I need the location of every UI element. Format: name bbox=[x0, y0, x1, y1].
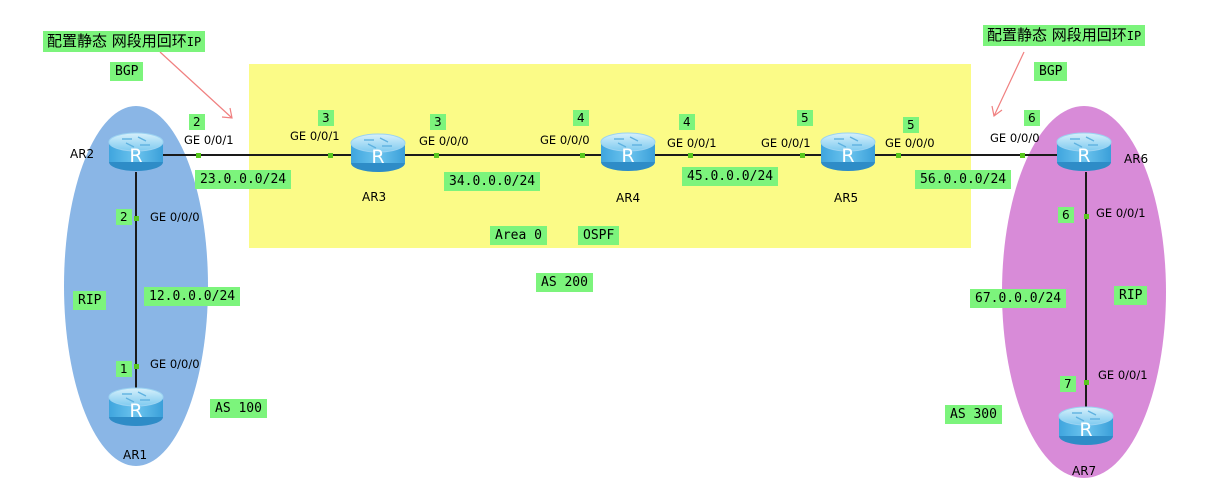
addr-id-ar7: 7 bbox=[1060, 376, 1076, 392]
router-ar3-icon[interactable]: R bbox=[350, 133, 406, 172]
rip-left-tag: RIP bbox=[73, 291, 107, 310]
port-label-ar6-ge000: GE 0/0/0 bbox=[990, 131, 1040, 145]
port-label-ar2-ge000: GE 0/0/0 bbox=[150, 210, 200, 224]
links bbox=[135, 154, 1087, 410]
router-ar4-icon[interactable]: R bbox=[600, 132, 656, 171]
addr-id-ar3-left: 3 bbox=[318, 110, 334, 126]
port-dot-ar2-s bbox=[134, 216, 139, 221]
port-dot-ar2-e bbox=[196, 153, 201, 158]
bgp-left-tag: BGP bbox=[110, 62, 144, 81]
note-left-suffix: IP bbox=[186, 35, 202, 49]
router-ar5-letter: R bbox=[841, 145, 854, 167]
addr-id-ar2-down: 2 bbox=[116, 209, 132, 225]
annotation-arrows bbox=[159, 51, 1025, 119]
router-name-ar6: AR6 bbox=[1124, 152, 1149, 166]
router-ar2-letter: R bbox=[129, 145, 142, 167]
port-label-ar5-ge000: GE 0/0/0 bbox=[885, 136, 935, 150]
routers: R R R R R R R bbox=[108, 132, 1114, 445]
addr-id-ar4-right: 4 bbox=[679, 114, 695, 130]
network-12-label: 12.0.0.0/24 bbox=[144, 287, 241, 306]
addr-id-ar5-left: 5 bbox=[797, 110, 813, 126]
note-left-main: 配置静态 网段用回环 bbox=[47, 32, 187, 50]
as200-tag: AS 200 bbox=[536, 273, 593, 292]
router-name-ar4: AR4 bbox=[616, 191, 641, 205]
note-right-main: 配置静态 网段用回环 bbox=[987, 26, 1127, 44]
port-dot-ar6-w bbox=[1020, 153, 1025, 158]
arrow-right-shaft bbox=[993, 51, 1025, 117]
port-dot-ar5-e bbox=[896, 153, 901, 158]
note-right-suffix: IP bbox=[1126, 29, 1142, 43]
router-name-ar3: AR3 bbox=[362, 190, 387, 204]
addr-id-ar2-top: 2 bbox=[189, 114, 205, 130]
port-label-ar2-ge001: GE 0/0/1 bbox=[184, 133, 234, 147]
note-left: 配置静态 网段用回环IP bbox=[43, 31, 206, 52]
port-dot-ar3-e bbox=[434, 153, 439, 158]
port-dot-ar6-s bbox=[1084, 214, 1089, 219]
port-dot-ar4-w bbox=[580, 153, 585, 158]
addr-id-ar5-right: 5 bbox=[903, 117, 919, 133]
addr-id-ar3-right: 3 bbox=[430, 114, 446, 130]
router-ar6-letter: R bbox=[1077, 145, 1090, 167]
port-dots bbox=[134, 153, 1089, 385]
port-label-ar3-ge001: GE 0/0/1 bbox=[290, 129, 340, 143]
router-name-ar5: AR5 bbox=[834, 191, 859, 205]
router-ar7-icon[interactable]: R bbox=[1058, 406, 1114, 445]
port-label-ar3-ge000: GE 0/0/0 bbox=[419, 134, 469, 148]
note-right: 配置静态 网段用回环IP bbox=[983, 25, 1146, 46]
port-label-ar1-ge000: GE 0/0/0 bbox=[150, 357, 200, 371]
port-dot-ar5-w bbox=[800, 153, 805, 158]
router-ar2-icon[interactable]: R bbox=[108, 132, 164, 171]
port-label-ar6-ge001: GE 0/0/1 bbox=[1096, 206, 1146, 220]
port-label-ar4-ge000: GE 0/0/0 bbox=[540, 133, 590, 147]
bgp-right-tag: BGP bbox=[1034, 62, 1068, 81]
port-label-ar4-ge001: GE 0/0/1 bbox=[667, 136, 717, 150]
addr-id-ar6-left: 6 bbox=[1024, 110, 1040, 126]
port-dot-ar1-n bbox=[134, 364, 139, 369]
network-56-label: 56.0.0.0/24 bbox=[915, 170, 1012, 189]
arrow-left-head bbox=[221, 107, 233, 119]
network-34-label: 34.0.0.0/24 bbox=[444, 172, 541, 191]
router-name-ar2: AR2 bbox=[70, 147, 95, 161]
router-ar1-icon[interactable]: R bbox=[108, 387, 164, 426]
port-dot-ar3-w bbox=[328, 153, 333, 158]
addr-id-ar1: 1 bbox=[116, 361, 132, 377]
network-67-label: 67.0.0.0/24 bbox=[970, 289, 1067, 308]
router-ar3-letter: R bbox=[371, 146, 384, 168]
addr-id-ar4-left: 4 bbox=[573, 110, 589, 126]
as300-tag: AS 300 bbox=[945, 405, 1002, 424]
arrow-right-head bbox=[991, 105, 1003, 118]
network-45-label: 45.0.0.0/24 bbox=[682, 167, 779, 186]
port-label-ar7-ge001: GE 0/0/1 bbox=[1098, 368, 1148, 382]
router-ar5-icon[interactable]: R bbox=[820, 132, 876, 171]
router-name-ar1: AR1 bbox=[123, 448, 148, 462]
router-ar7-letter: R bbox=[1079, 419, 1092, 441]
port-dot-ar4-e bbox=[688, 153, 693, 158]
router-ar4-letter: R bbox=[621, 145, 634, 167]
rip-right-tag: RIP bbox=[1114, 286, 1148, 305]
port-dot-ar7-n bbox=[1084, 380, 1089, 385]
addr-id-ar6-down: 6 bbox=[1058, 207, 1074, 223]
port-label-ar5-ge001: GE 0/0/1 bbox=[761, 136, 811, 150]
as300-region bbox=[1002, 106, 1166, 478]
as100-tag: AS 100 bbox=[210, 399, 267, 418]
arrow-left-shaft bbox=[159, 51, 233, 119]
ospf-tag: OSPF bbox=[578, 226, 620, 245]
router-ar6-icon[interactable]: R bbox=[1056, 132, 1112, 171]
router-ar1-letter: R bbox=[129, 400, 142, 422]
area-tag: Area 0 bbox=[490, 226, 547, 245]
network-23-label: 23.0.0.0/24 bbox=[195, 170, 292, 189]
router-name-ar7: AR7 bbox=[1072, 464, 1097, 478]
